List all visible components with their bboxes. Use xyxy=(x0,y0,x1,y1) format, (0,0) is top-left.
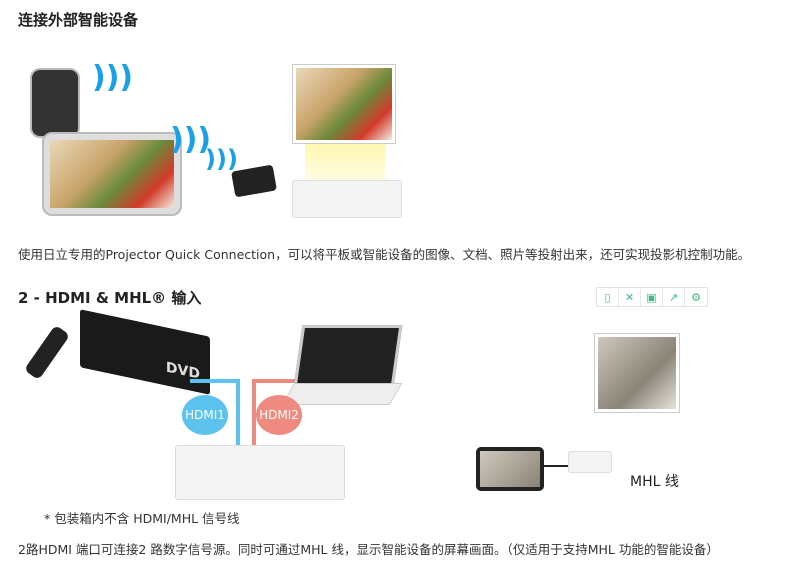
section-title-hdmi-mhl: 2 - HDMI & MHL® 输入 xyxy=(18,289,202,307)
section-title-smart-devices: 连接外部智能设备 xyxy=(18,11,139,29)
wifi-icon: ))) xyxy=(205,145,238,173)
wireless-adapter-image xyxy=(231,164,277,198)
projector-image xyxy=(292,180,402,218)
hdmi1-bubble: HDMI1 xyxy=(182,395,228,435)
hdmi2-cable xyxy=(252,379,312,453)
section2-description: 2路HDMI 端口可连接2 路数字信号源。同时可通过MHL 线，显示智能设备的屏… xyxy=(18,542,719,557)
mhl-projector-image xyxy=(568,451,612,473)
projected-screen-image xyxy=(292,64,396,144)
fullscreen-icon[interactable]: ✕ xyxy=(619,288,641,306)
toolbar: ▯ ✕ ▣ ↗ ⚙ xyxy=(596,287,708,307)
mhl-connection-illustration: MHL 线 xyxy=(470,325,690,495)
wireless-connection-illustration: ))) ))) ))) xyxy=(20,50,420,220)
save-icon[interactable]: ▣ xyxy=(641,288,663,306)
phone-icon[interactable]: ▯ xyxy=(597,288,619,306)
mhl-projected-screen xyxy=(594,333,680,413)
wifi-icon: ))) xyxy=(92,60,134,95)
projection-beam xyxy=(305,144,385,184)
footnote: * 包装箱内不含 HDMI/MHL 信号线 xyxy=(44,511,240,526)
tablet-image xyxy=(42,132,182,216)
laptop-keyboard xyxy=(281,383,403,405)
mhl-cable-label: MHL 线 xyxy=(630,474,679,490)
settings-icon[interactable]: ⚙ xyxy=(691,290,701,304)
mhl-cable xyxy=(544,465,574,467)
section1-description: 使用日立专用的Projector Quick Connection，可以将平板或… xyxy=(18,247,751,262)
share-icon[interactable]: ↗ xyxy=(663,288,685,306)
phone-image xyxy=(30,68,80,138)
wifi-icon: ))) xyxy=(170,122,212,157)
laptop-image xyxy=(293,325,403,387)
smartphone-image xyxy=(476,447,544,491)
hdmi1-cable xyxy=(190,379,240,453)
remote-control-image xyxy=(23,324,71,381)
hdmi-connection-illustration: DVD HDMI1 HDMI2 xyxy=(23,309,410,505)
hdmi2-bubble: HDMI2 xyxy=(256,395,302,435)
projector-rear-image xyxy=(175,445,345,500)
